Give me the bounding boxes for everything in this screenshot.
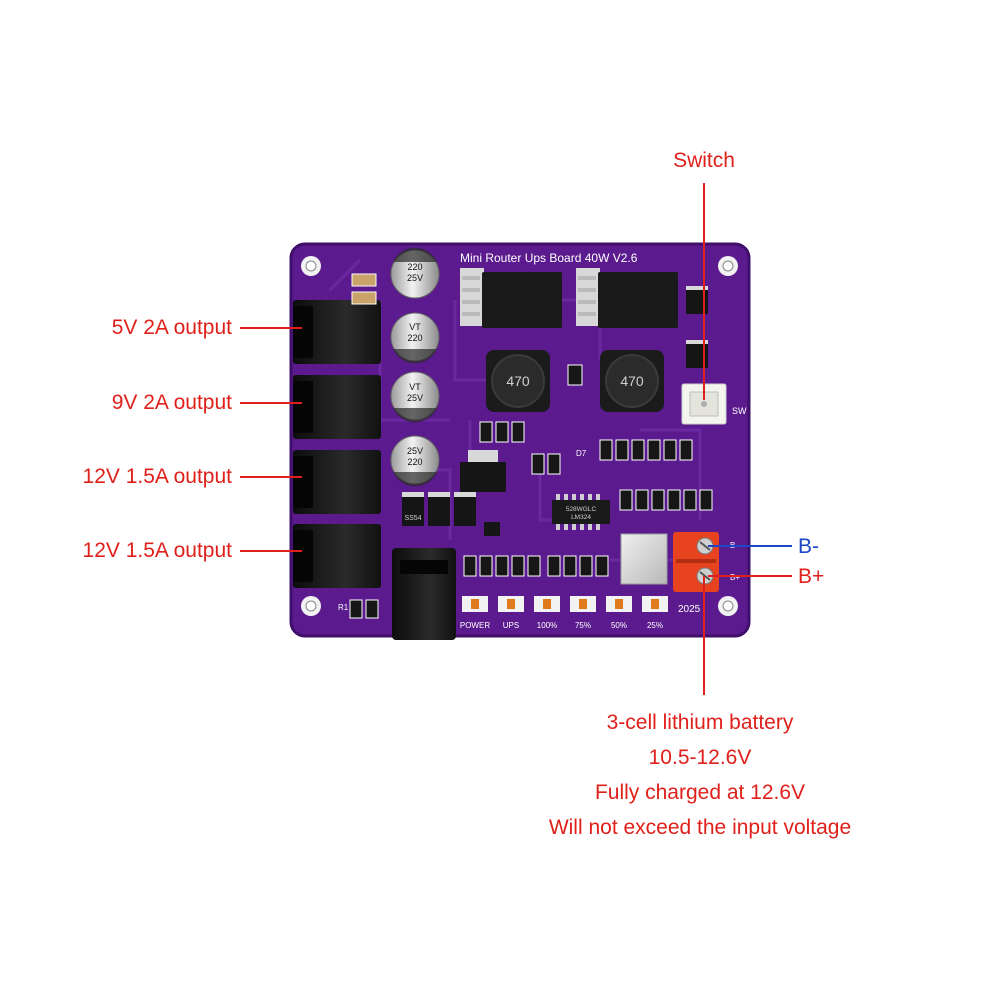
led-power xyxy=(462,596,488,612)
chip-text: 528WGLC xyxy=(566,506,597,513)
mounting-holes xyxy=(301,256,738,616)
output-12v-a-callout-label: 12V 1.5A output xyxy=(82,465,232,488)
indicator-label-power: POWER xyxy=(460,621,490,630)
dc-jack-5v xyxy=(293,300,381,364)
ss54-diodes-right xyxy=(686,286,708,368)
capacitor-text: 220 xyxy=(407,262,422,272)
opamp-chip: 528WGLC LM324 xyxy=(552,494,610,530)
terminal-plus-silkscreen: B+ xyxy=(730,573,740,582)
inductor-1: 470 xyxy=(486,350,550,412)
capacitor-2: VT 220 xyxy=(390,312,440,364)
indicator-labels: POWER UPS 100% 75% 50% 25% xyxy=(460,621,663,630)
regulator-ic-2 xyxy=(576,268,678,328)
indicator-label-50: 50% xyxy=(611,621,627,630)
battery-note-limit: Will not exceed the input voltage xyxy=(548,816,852,839)
dc-jack-12v-b xyxy=(293,524,381,588)
callout-lines xyxy=(240,183,792,695)
battery-minus-callout-label: B- xyxy=(798,535,819,558)
capacitor-text: 25V xyxy=(407,446,423,456)
dc-jack-12v-a xyxy=(293,450,381,514)
transistor xyxy=(484,522,500,536)
ss54-diodes-row: SS54 xyxy=(402,492,476,526)
dc-input-jack xyxy=(392,548,456,640)
capacitor-3: VT 25V xyxy=(390,371,440,423)
resistor-silkscreen: R1 xyxy=(338,603,349,612)
regulator-ic-1 xyxy=(460,268,562,328)
capacitor-4: 25V 220 xyxy=(390,435,440,487)
battery-note-full: Fully charged at 12.6V xyxy=(594,781,806,804)
smd-caps-topleft xyxy=(351,273,377,305)
chip-text: LM324 xyxy=(571,514,591,521)
capacitor-text: VT xyxy=(409,382,421,392)
capacitor-1: 220 25V xyxy=(390,247,440,299)
battery-note-range: 10.5-12.6V xyxy=(648,746,752,769)
output-5v-callout-label: 5V 2A output xyxy=(111,316,232,339)
battery-terminal-block xyxy=(673,532,719,592)
dc-jack-9v xyxy=(293,375,381,439)
capacitor-text: 220 xyxy=(407,457,422,467)
battery-plus-callout-label: B+ xyxy=(798,565,825,588)
indicator-label-75: 75% xyxy=(575,621,591,630)
board-title: Mini Router Ups Board 40W V2.6 xyxy=(460,251,638,265)
capacitor-text: 25V xyxy=(407,393,423,403)
inductor-2: 470 xyxy=(600,350,664,412)
battery-note-cells: 3-cell lithium battery xyxy=(606,711,794,734)
switch-silkscreen: SW xyxy=(732,406,747,416)
led-25 xyxy=(642,596,668,612)
switch-connector xyxy=(681,383,727,425)
regulator-text: SS54 xyxy=(404,515,421,522)
led-100 xyxy=(534,596,560,612)
capacitor-text: 25V xyxy=(407,273,423,283)
board-year: 2025 xyxy=(678,604,701,615)
output-12v-b-callout-label: 12V 1.5A output xyxy=(82,539,232,562)
indicator-label-100: 100% xyxy=(537,621,557,630)
indicator-leds xyxy=(462,596,668,612)
heatsink-pad xyxy=(620,533,668,585)
switch-callout-label: Switch xyxy=(673,149,735,172)
small-regulator xyxy=(460,450,506,492)
led-50 xyxy=(606,596,632,612)
capacitor-text: VT xyxy=(409,322,421,332)
inductor-text: 470 xyxy=(620,373,644,389)
battery-notes: 3-cell lithium battery 10.5-12.6V Fully … xyxy=(480,705,920,845)
output-9v-callout-label: 9V 2A output xyxy=(111,391,232,414)
led-75 xyxy=(570,596,596,612)
diode-silkscreen: D7 xyxy=(576,449,587,458)
smd-resistors-mid xyxy=(349,364,713,619)
led-ups xyxy=(498,596,524,612)
capacitor-text: 220 xyxy=(407,333,422,343)
inductor-text: 470 xyxy=(506,373,530,389)
indicator-label-ups: UPS xyxy=(503,621,519,630)
indicator-label-25: 25% xyxy=(647,621,663,630)
